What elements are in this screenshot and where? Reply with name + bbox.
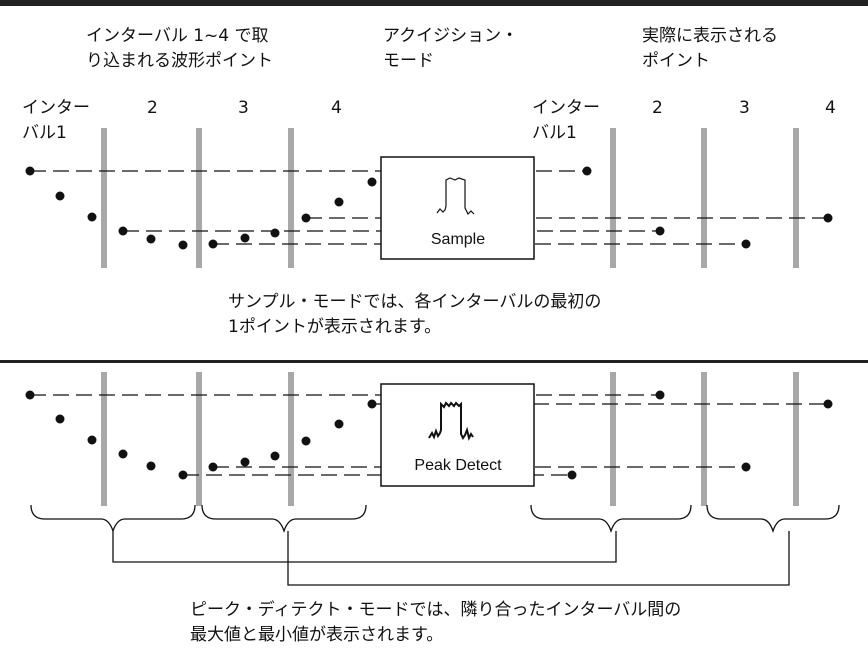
interval-label-1-right: インターバル1 — [532, 98, 600, 143]
peak-interval-bars — [101, 372, 799, 506]
sample-points — [25, 166, 833, 250]
interval-label-2-left: 2 — [147, 98, 158, 118]
separator-rule — [0, 360, 868, 363]
interval-label-3-right: 3 — [739, 98, 750, 118]
interval-braces — [30, 504, 840, 534]
top-rule — [0, 0, 868, 6]
sample-interval-bars — [101, 128, 799, 268]
header-acquired-points: インターバル 1~4 で取り込まれる波形ポイント — [86, 26, 273, 71]
interval-label-2-right: 2 — [652, 98, 663, 118]
peak-mode-box — [380, 383, 535, 487]
interval-label-1-left: インターバル1 — [22, 98, 90, 143]
header-displayed-points: 実際に表示されるポイント — [642, 26, 778, 71]
interval-label-3-left: 3 — [238, 98, 249, 118]
brace-connectors — [112, 531, 790, 586]
peak-detect-waveform-icon — [428, 401, 474, 441]
interval-label-4-right: 4 — [825, 98, 836, 118]
peak-points — [25, 390, 833, 480]
sample-mode-box — [380, 156, 535, 260]
caption-peak-detect: ピーク・ディテクト・モードでは、隣り合ったインターバル間の最大値と最小値が表示さ… — [190, 600, 682, 645]
header-acquisition-mode: アクイジション・モード — [383, 26, 519, 71]
peak-mode-label: Peak Detect — [414, 457, 502, 474]
sample-waveform-icon — [436, 177, 475, 216]
sample-mode-label: Sample — [431, 231, 485, 248]
interval-label-4-left: 4 — [331, 98, 342, 118]
